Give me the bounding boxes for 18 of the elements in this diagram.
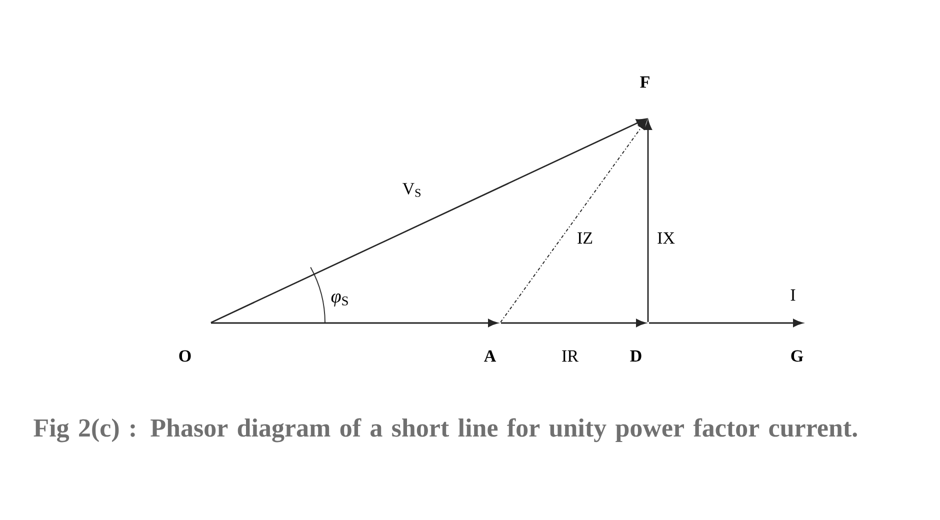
arrow xyxy=(644,120,652,322)
angle-label: φ$_{S}$ xyxy=(331,294,348,306)
edge-label: IZ xyxy=(576,231,594,245)
arrow xyxy=(649,319,803,327)
point-label: G xyxy=(791,350,804,362)
point-label: A xyxy=(484,350,496,362)
edge-label: I xyxy=(789,288,797,302)
arrow xyxy=(210,118,646,324)
arrow xyxy=(211,319,498,327)
arrow xyxy=(500,119,648,323)
caption: Fig 2(c) : Phasor diagram of a short line for unity power factor current. xyxy=(34,418,857,442)
arrow xyxy=(501,319,646,327)
point-label: F xyxy=(640,76,650,88)
edge-label: IR xyxy=(560,349,580,363)
edge-label: V$_{S}$ xyxy=(401,182,423,198)
point-label: O xyxy=(179,350,191,362)
edge-label: IX xyxy=(656,231,676,245)
point-label: D xyxy=(630,350,642,362)
